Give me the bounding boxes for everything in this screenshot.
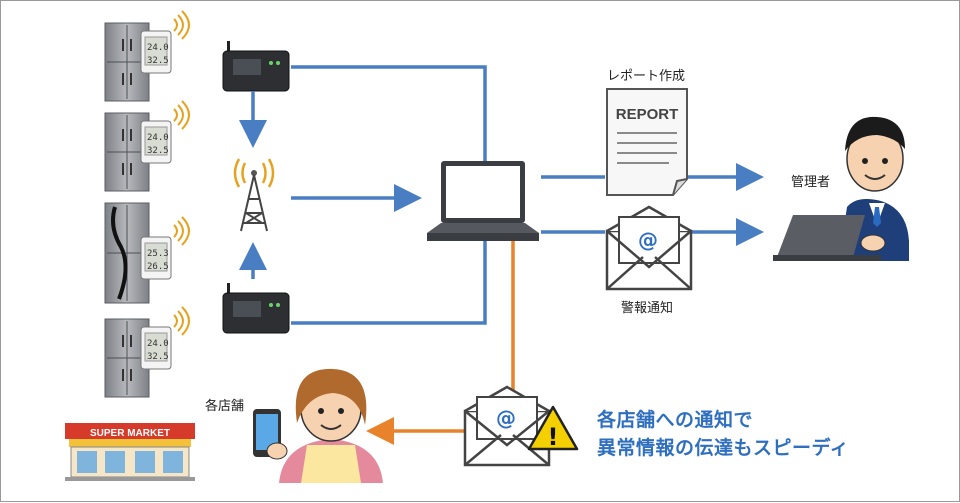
sensor-reading-top: 25.3 xyxy=(147,249,169,259)
alert-notice-label: 警報通知 xyxy=(621,301,674,316)
sensor-reading-top: 24.0 xyxy=(147,43,169,53)
email-at-symbol: @ xyxy=(638,228,658,252)
gateway-icon xyxy=(222,283,290,334)
sensor-reading-bottom: 32.5 xyxy=(147,352,169,362)
email-icon xyxy=(605,205,693,291)
fridge-group: 24.0 32.5 24.0 32.5 25.3 xyxy=(104,10,190,398)
warning-icon xyxy=(527,405,579,451)
warning-mark: ! xyxy=(548,423,559,451)
blue-flow-lines xyxy=(239,65,757,325)
report-icon xyxy=(606,88,688,196)
headline-line-1: 各店舗への通知で xyxy=(597,409,754,431)
report-creation-label: レポート作成 xyxy=(607,69,686,84)
sensor-reading-bottom: 32.5 xyxy=(147,56,169,66)
manager-person-icon xyxy=(773,116,909,261)
laptop-icon xyxy=(427,161,539,241)
smartphone-icon xyxy=(253,409,288,460)
gateway-icon xyxy=(222,41,290,92)
sensor-reading-top: 24.0 xyxy=(147,339,169,349)
sensor-reading-bottom: 26.5 xyxy=(147,262,169,272)
headline-line-2: 異常情報の伝達もスピーディ xyxy=(597,437,850,459)
antenna-icon xyxy=(233,158,275,232)
sensor-icon xyxy=(140,306,190,370)
orange-flow-lines xyxy=(366,241,515,445)
manager-label: 管理者 xyxy=(791,175,831,190)
store-person-icon xyxy=(279,368,383,483)
supermarket-sign: SUPER MARKET xyxy=(90,428,170,439)
report-doc-title: REPORT xyxy=(616,106,679,123)
sensor-icon xyxy=(140,10,190,74)
sensor-icon xyxy=(140,216,190,280)
sensor-icon xyxy=(140,100,190,164)
sensor-reading-bottom: 32.5 xyxy=(147,146,169,156)
email-at-symbol-store: @ xyxy=(496,406,516,430)
sensor-reading-top: 24.0 xyxy=(147,133,169,143)
each-store-label: 各店舗 xyxy=(205,399,245,414)
supermarket-icon xyxy=(65,423,195,481)
